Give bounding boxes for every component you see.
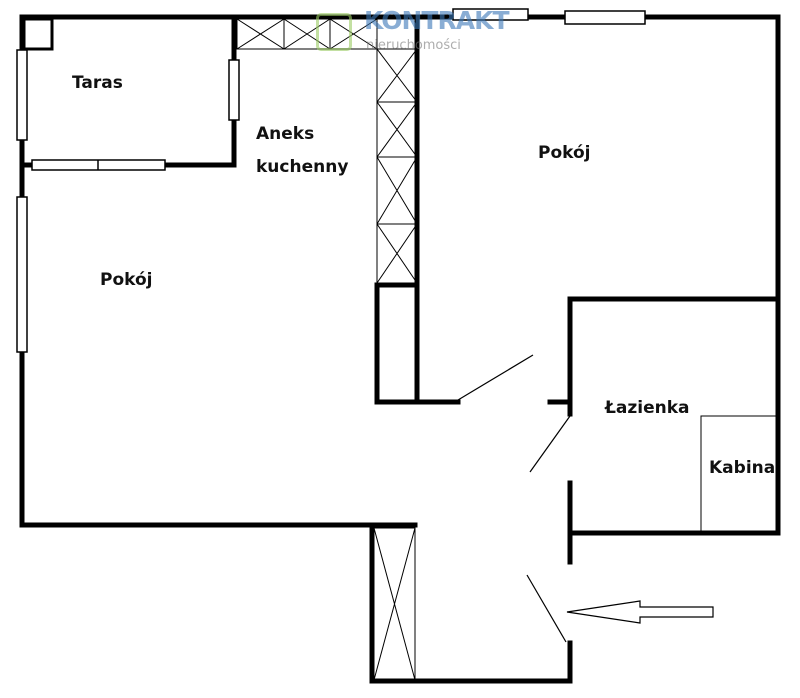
- label-kitchen-line2: kuchenny: [256, 157, 349, 177]
- window-terrace-left: [16, 49, 28, 141]
- label-room-left: Pokój: [100, 270, 153, 290]
- logo-subtitle: nieruchomości: [366, 38, 461, 53]
- logo-mark-icon: [316, 13, 352, 51]
- cabinet-top: [236, 18, 378, 50]
- column: [22, 17, 54, 51]
- shower-cabin: [700, 415, 778, 533]
- label-terrace: Taras: [72, 73, 123, 93]
- door-room: [457, 354, 534, 401]
- logo-watermark: KONTRAKT nieruchomości: [314, 6, 510, 56]
- logo-name: KONTRAKT: [364, 6, 510, 35]
- entrance-arrow-icon: [566, 600, 714, 624]
- window-top-1: [452, 8, 529, 21]
- window-terrace-right: [228, 59, 240, 121]
- window-top-2: [564, 10, 646, 25]
- label-kitchen-line1: Aneks: [256, 124, 315, 144]
- doors: [457, 354, 571, 643]
- windows: [16, 8, 646, 353]
- label-room-right: Pokój: [538, 143, 591, 163]
- door-entrance: [526, 574, 567, 643]
- cabinets: [236, 18, 778, 681]
- walls: [19, 14, 781, 684]
- wardrobe-cross: [373, 527, 416, 681]
- window-left: [16, 196, 28, 353]
- cabinet-vertical-cross: [376, 48, 418, 284]
- door-bathroom: [529, 415, 571, 473]
- cabinet-vertical: [376, 48, 418, 284]
- cabinet-top-cross: [236, 18, 378, 50]
- label-bathroom: Łazienka: [605, 398, 690, 418]
- wardrobe: [373, 527, 416, 681]
- label-shower: Kabina: [709, 458, 776, 478]
